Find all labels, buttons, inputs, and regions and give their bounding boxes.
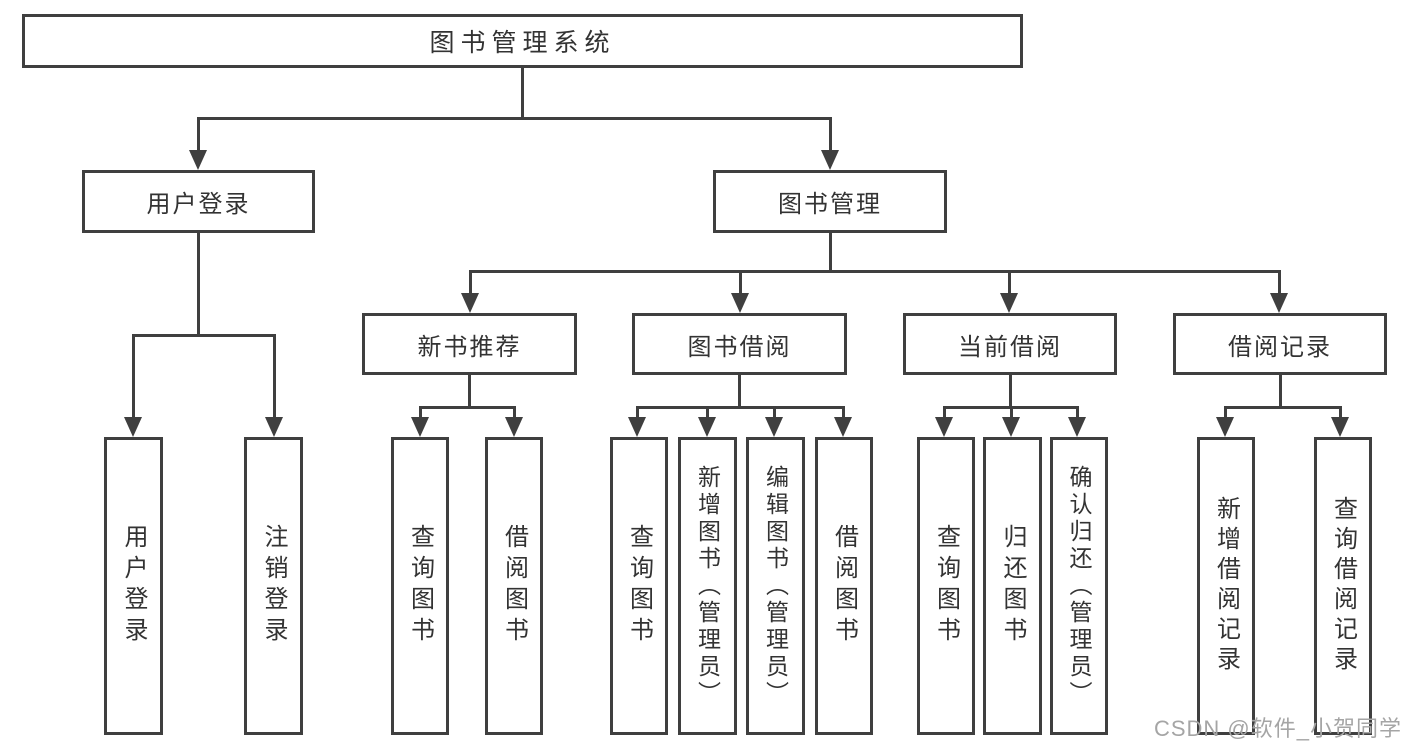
connector-line bbox=[1339, 406, 1342, 419]
node-label: 查询图书 bbox=[932, 524, 960, 648]
connector-line bbox=[829, 233, 832, 273]
arrowhead-down-icon bbox=[1216, 417, 1234, 437]
connector-line bbox=[1224, 406, 1342, 409]
node-label: 借阅图书 bbox=[830, 524, 858, 648]
arrowhead-down-icon bbox=[189, 150, 207, 170]
connector-line bbox=[132, 334, 276, 337]
leaf-edit-book-admin: 编辑图书（管理员） bbox=[746, 437, 805, 735]
node-label: 图书管理系统 bbox=[429, 29, 616, 57]
node-new-book-recommend: 新书推荐 bbox=[362, 313, 577, 375]
node-label: 查询图书 bbox=[625, 524, 653, 648]
connector-line bbox=[1008, 270, 1011, 295]
connector-line bbox=[1224, 406, 1227, 419]
node-label: 确认归还（管理员） bbox=[1066, 464, 1092, 708]
connector-line bbox=[469, 270, 1281, 273]
node-current-borrowing: 当前借阅 bbox=[903, 313, 1117, 375]
leaf-query-book-recommend: 查询图书 bbox=[391, 437, 449, 735]
connector-line bbox=[513, 406, 516, 419]
node-label: 借阅图书 bbox=[500, 524, 528, 648]
connector-line bbox=[1279, 375, 1282, 409]
connector-line bbox=[829, 117, 832, 152]
arrowhead-down-icon bbox=[1068, 417, 1086, 437]
connector-line bbox=[1009, 375, 1012, 409]
arrowhead-down-icon bbox=[1002, 417, 1020, 437]
leaf-query-book-borrow: 查询图书 bbox=[610, 437, 668, 735]
node-label: 归还图书 bbox=[999, 524, 1026, 648]
arrowhead-down-icon bbox=[821, 150, 839, 170]
connector-line bbox=[197, 117, 832, 120]
node-user-login: 用户登录 bbox=[82, 170, 315, 233]
connector-line bbox=[521, 68, 524, 120]
node-borrowing-records: 借阅记录 bbox=[1173, 313, 1387, 375]
connector-line bbox=[132, 334, 135, 419]
connector-line bbox=[419, 406, 516, 409]
node-label: 查询图书 bbox=[406, 524, 434, 648]
node-label: 新增借阅记录 bbox=[1212, 496, 1240, 676]
connector-line bbox=[1278, 270, 1281, 295]
arrowhead-down-icon bbox=[1270, 293, 1288, 313]
leaf-return-book: 归还图书 bbox=[983, 437, 1042, 735]
node-label: 用户登录 bbox=[120, 524, 147, 648]
connector-line bbox=[197, 117, 200, 152]
arrowhead-down-icon bbox=[461, 293, 479, 313]
watermark: CSDN @软件_小贺同学 bbox=[1153, 716, 1402, 741]
connector-line bbox=[197, 233, 200, 337]
connector-line bbox=[636, 406, 639, 419]
connector-line bbox=[773, 406, 776, 419]
node-label: 用户登录 bbox=[146, 191, 251, 218]
connector-line bbox=[273, 334, 276, 419]
node-label: 编辑图书（管理员） bbox=[762, 464, 789, 708]
node-label: 新增图书（管理员） bbox=[694, 464, 721, 708]
connector-line bbox=[706, 406, 709, 419]
connector-line bbox=[469, 270, 472, 295]
connector-line bbox=[842, 406, 845, 419]
leaf-add-book-admin: 新增图书（管理员） bbox=[678, 437, 737, 735]
node-library-system: 图书管理系统 bbox=[22, 14, 1023, 68]
arrowhead-down-icon bbox=[124, 417, 142, 437]
node-label: 图书管理 bbox=[778, 191, 882, 218]
connector-line bbox=[739, 270, 742, 295]
arrowhead-down-icon bbox=[1000, 293, 1018, 313]
node-book-management: 图书管理 bbox=[713, 170, 947, 233]
node-label: 新书推荐 bbox=[417, 333, 522, 361]
leaf-confirm-return-admin: 确认归还（管理员） bbox=[1050, 437, 1108, 735]
connector-line bbox=[1010, 406, 1013, 419]
arrowhead-down-icon bbox=[834, 417, 852, 437]
leaf-add-borrow-record: 新增借阅记录 bbox=[1197, 437, 1255, 735]
node-label: 借阅记录 bbox=[1228, 333, 1332, 361]
node-label: 当前借阅 bbox=[958, 333, 1062, 361]
connector-line bbox=[419, 406, 422, 419]
arrowhead-down-icon bbox=[411, 417, 429, 437]
node-label: 图书借阅 bbox=[687, 333, 792, 361]
arrowhead-down-icon bbox=[1331, 417, 1349, 437]
arrowhead-down-icon bbox=[505, 417, 523, 437]
arrowhead-down-icon bbox=[935, 417, 953, 437]
node-label: 注销登录 bbox=[260, 524, 287, 648]
leaf-borrow-book: 借阅图书 bbox=[815, 437, 873, 735]
arrowhead-down-icon bbox=[698, 417, 716, 437]
leaf-user-login: 用户登录 bbox=[104, 437, 163, 735]
arrowhead-down-icon bbox=[765, 417, 783, 437]
arrowhead-down-icon bbox=[731, 293, 749, 313]
connector-line bbox=[943, 406, 946, 419]
connector-line bbox=[468, 375, 471, 409]
connector-line bbox=[738, 375, 741, 409]
leaf-query-book-current: 查询图书 bbox=[917, 437, 975, 735]
node-label: 查询借阅记录 bbox=[1329, 496, 1357, 676]
leaf-query-borrow-record: 查询借阅记录 bbox=[1314, 437, 1372, 735]
connector-line bbox=[636, 406, 845, 409]
leaf-logout-login: 注销登录 bbox=[244, 437, 303, 735]
node-book-borrowing: 图书借阅 bbox=[632, 313, 847, 375]
connector-line bbox=[1076, 406, 1079, 419]
leaf-borrow-book-recommend: 借阅图书 bbox=[485, 437, 543, 735]
arrowhead-down-icon bbox=[265, 417, 283, 437]
arrowhead-down-icon bbox=[628, 417, 646, 437]
